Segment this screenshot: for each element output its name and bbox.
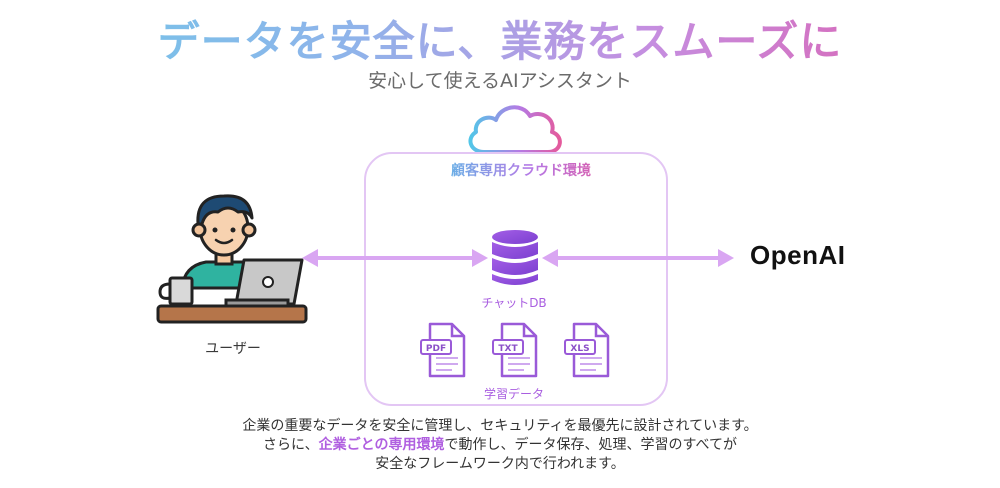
dedicated-environment-highlight: 企業ごとの専用環境 [318, 437, 445, 453]
txt-label: TXT [498, 344, 518, 354]
pdf-label: PDF [426, 344, 446, 354]
description-line-3: 安全なフレームワーク内で行われます。 [375, 456, 625, 472]
description-line-1: 企業の重要なデータを安全に管理し、セキュリティを最優先に設計されています。 [242, 418, 758, 434]
xls-label: XLS [570, 344, 589, 354]
description-line-2-end: で動作し、データ保存、処理、学習のすべてが [444, 437, 737, 453]
txt-file-icon: TXT [492, 322, 538, 378]
page-subtitle: 安心して使えるAIアシスタント [368, 70, 632, 92]
training-data-label: 学習データ [483, 387, 544, 401]
user-with-laptop-icon [156, 194, 308, 324]
user-label: ユーザー [205, 341, 261, 357]
cloud-environment-label: 顧客専用クラウド環境 [420, 160, 622, 180]
xls-file-icon: XLS [564, 322, 610, 378]
description-line-2: さらに、企業ごとの専用環境で動作し、データ保存、処理、学習のすべてが [0, 434, 1000, 454]
user-db-arrow [302, 249, 488, 267]
page-title: データを安全に、業務をスムーズに [0, 8, 1000, 69]
openai-label: OpenAI [750, 240, 846, 270]
description-line-2-start: さらに、 [263, 437, 319, 453]
customer-cloud-frame [364, 152, 668, 406]
chat-db-label: チャットDB [481, 296, 547, 310]
pdf-file-icon: PDF [420, 322, 466, 378]
database-icon [492, 230, 538, 285]
db-openai-arrow [542, 249, 734, 267]
cloud-icon [468, 105, 562, 154]
